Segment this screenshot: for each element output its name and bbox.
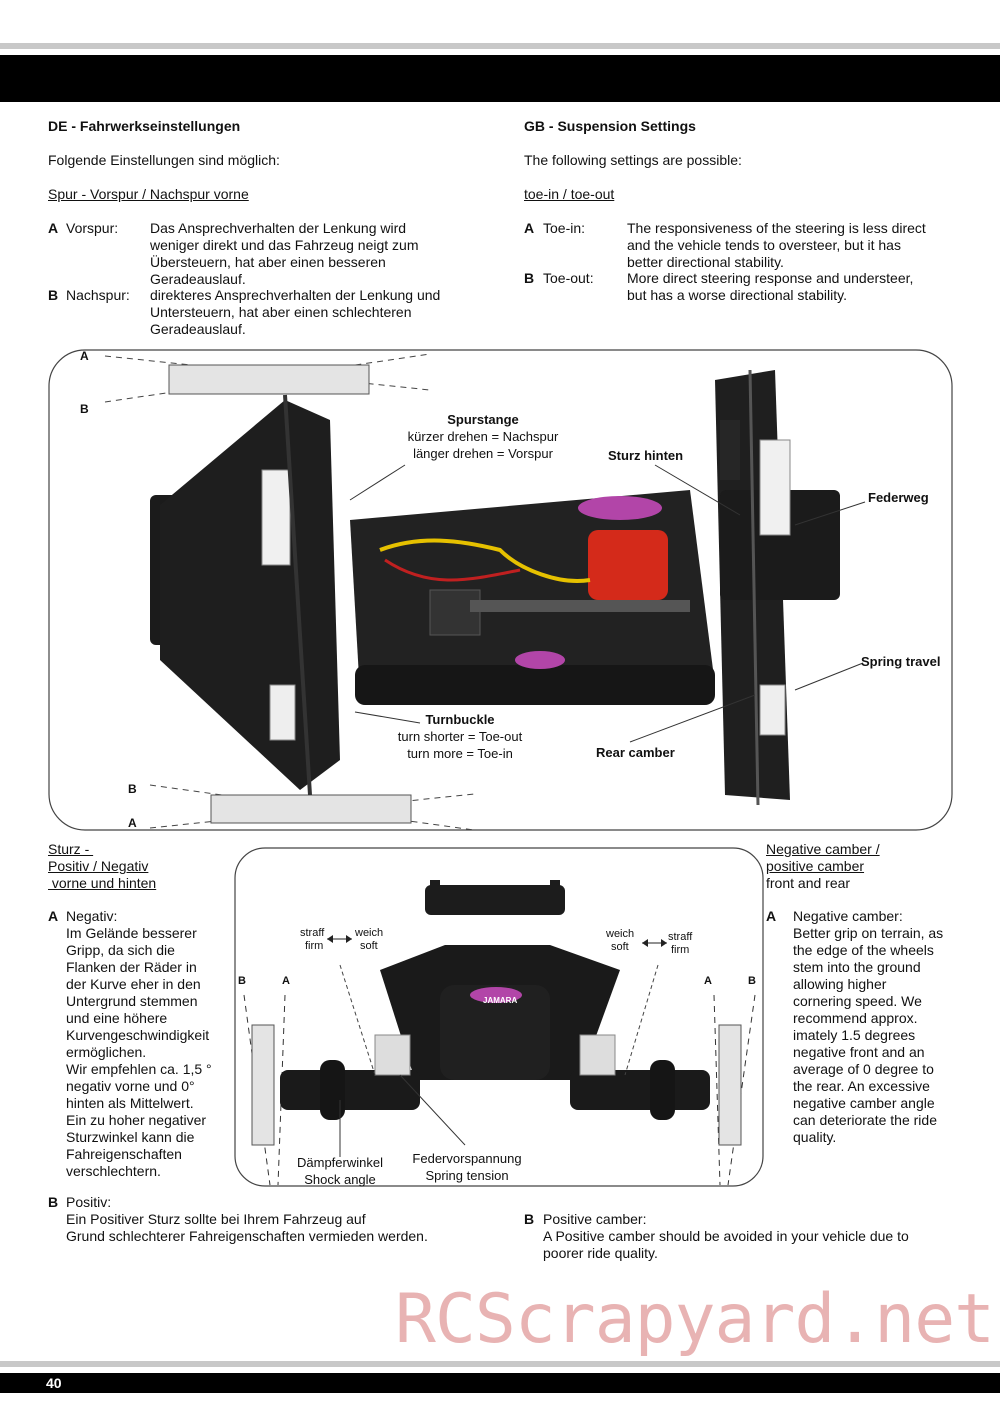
toe-label-b-bottom: B — [128, 782, 137, 796]
camber-label-b-right: B — [748, 975, 756, 987]
gb-camber-heading: Negative camber / positive camber front … — [766, 841, 880, 891]
gb-toe-heading: toe-in / toe-out — [524, 186, 615, 202]
de-camber-heading: Sturz - Positiv / Negativ vorne und hint… — [48, 841, 157, 891]
right-straff-label: straff — [668, 931, 693, 943]
vehicle-front-photo — [280, 880, 710, 1120]
federweg-label: Federweg — [868, 490, 929, 505]
camber-label-a-right: A — [704, 975, 712, 987]
toe-label-a-bottom: A — [128, 816, 137, 830]
camber-line-b-right — [727, 994, 756, 1186]
left-firm-label: firm — [305, 940, 324, 952]
gb-toe-b-term: Toe-out: — [543, 270, 594, 286]
header-bar — [0, 55, 1000, 102]
footer-rule — [0, 1361, 1000, 1367]
toe-label-b-top: B — [80, 402, 89, 416]
leader-spurstange — [349, 464, 406, 501]
left-weich-label: weich — [355, 927, 384, 939]
gb-camber-a-text: Negative camber:Better grip on terrain, … — [793, 908, 944, 1145]
de-camber-a-term: Negativ: — [66, 908, 118, 924]
de-toe-b-term: Nachspur: — [66, 287, 130, 303]
gb-toe-b-key: B — [524, 270, 535, 286]
diagram-frame — [48, 349, 953, 831]
gb-toe-a-term: Toe-in: — [543, 220, 586, 236]
gb-toe-a-text: The responsiveness of the steering is le… — [627, 220, 926, 270]
leader-sturz-hinten — [654, 464, 741, 516]
wheel-bottom — [210, 794, 412, 824]
de-toe-b-key: B — [48, 287, 59, 303]
header-rule — [0, 43, 1000, 49]
de-toe-b-text: direkteres Ansprechverhalten der Lenkung… — [150, 287, 441, 337]
front-view-diagram — [234, 847, 764, 1187]
sturz-hinten-label: Sturz hinten — [608, 448, 684, 463]
camber-label-b-left: B — [238, 975, 246, 987]
gb-camber-b-text: Positive camber:A Positive camber should… — [543, 1211, 909, 1261]
front-diagram-frame — [234, 847, 764, 1187]
de-camber-a-key: A — [48, 908, 59, 924]
camber-line-a-left — [277, 994, 286, 1186]
camber-line-b-left — [243, 994, 271, 1186]
wheel-top — [168, 364, 370, 395]
wheel-left — [251, 1024, 275, 1146]
de-toe-a-key: A — [48, 220, 59, 236]
leader-spring-tension — [399, 1074, 466, 1146]
gb-intro: The following settings are possible: — [524, 152, 742, 168]
toe-label-a-top: A — [80, 349, 89, 363]
right-firm-label: firm — [671, 944, 690, 956]
turnbuckle-callout: Turnbuckle turn shorter = Toe-out turn m… — [397, 712, 523, 761]
de-intro: Folgende Einstellungen sind möglich: — [48, 152, 280, 168]
spring-tension-label: Federvorspannung Spring tension — [412, 1151, 522, 1183]
body-logo: JAMARA — [483, 996, 518, 1005]
wheel-right — [718, 1024, 742, 1146]
right-weich-label: weich — [606, 928, 635, 940]
left-straff-label: straff — [300, 927, 325, 939]
de-camber-b-key: B — [48, 1194, 59, 1210]
spring-travel-label: Spring travel — [861, 654, 941, 669]
camber-label-a-left: A — [282, 975, 290, 987]
gb-camber-b-key: B — [524, 1211, 535, 1227]
gb-camber-a-key: A — [766, 908, 777, 924]
watermark: RCScrapyard.net — [395, 1280, 995, 1359]
gb-title: GB - Suspension Settings — [524, 118, 696, 134]
de-camber-b-text: Ein Positiver Sturz sollte bei Ihrem Fah… — [66, 1211, 428, 1244]
page-number: 40 — [46, 1375, 62, 1391]
gb-toe-a-key: A — [524, 220, 535, 236]
leader-rear-camber — [629, 694, 756, 743]
spurstange-callout: Spurstange kürzer drehen = Nachspur läng… — [407, 412, 559, 461]
camber-line-a-right — [713, 994, 721, 1186]
de-toe-a-term: Vorspur: — [66, 220, 119, 236]
chassis-top-diagram — [48, 349, 953, 831]
shock-angle-label: Dämpferwinkel Shock angle — [297, 1155, 383, 1187]
rear-camber-label: Rear camber — [596, 745, 675, 760]
right-soft-label: soft — [611, 941, 629, 953]
leader-turnbuckle — [354, 711, 421, 724]
de-toe-heading: Spur - Vorspur / Nachspur vorne — [48, 186, 249, 202]
leader-federweg — [794, 501, 866, 526]
gb-toe-b-text: More direct steering response and unders… — [627, 270, 914, 303]
left-soft-label: soft — [360, 940, 378, 952]
leader-spring-travel — [794, 662, 864, 691]
footer-bar — [0, 1373, 1000, 1393]
de-camber-b-term: Positiv: — [66, 1194, 112, 1210]
de-title: DE - Fahrwerkseinstellungen — [48, 118, 241, 134]
chassis-photo — [150, 369, 840, 806]
